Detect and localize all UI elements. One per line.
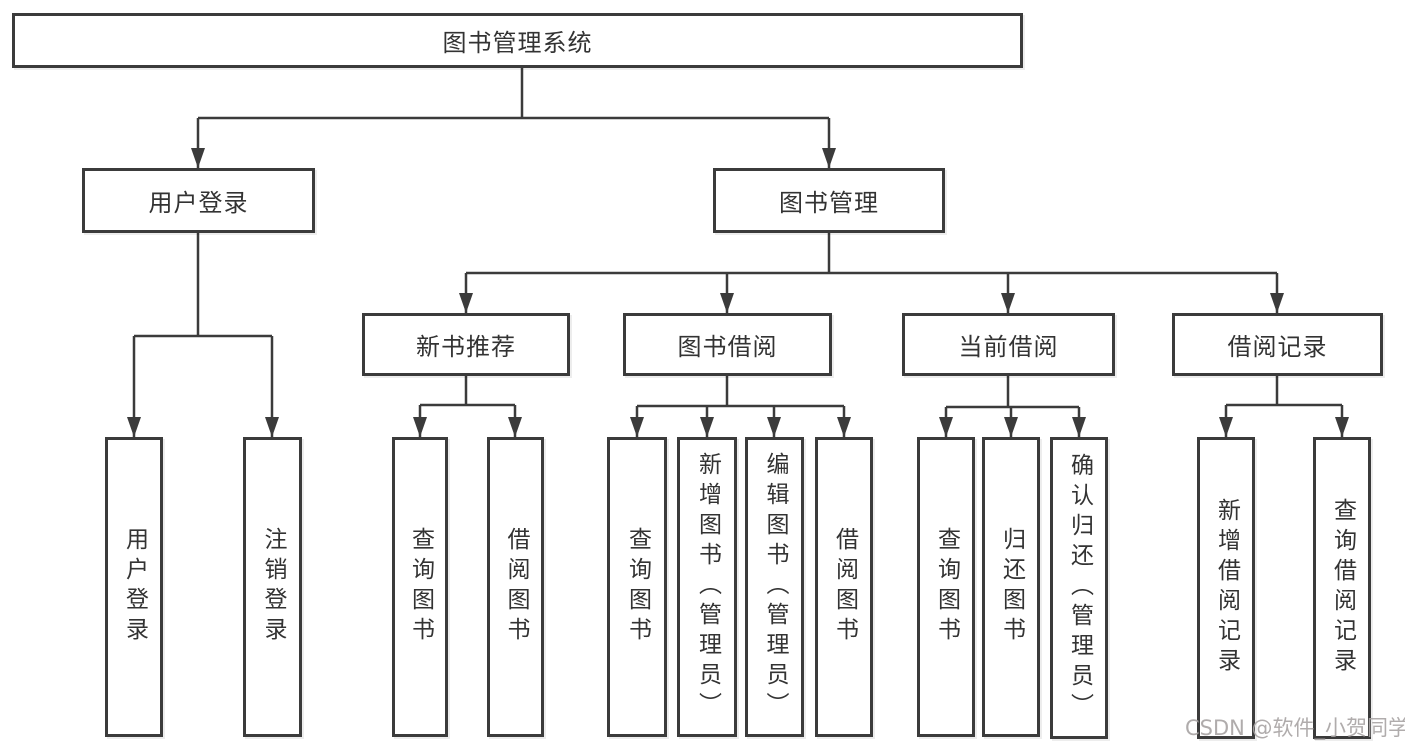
leaf-label: 查询图书 [407, 527, 434, 647]
node-new-book-recommend: 新书推荐 [362, 313, 570, 376]
leaf-label: 用户登录 [121, 527, 148, 647]
leaf-edit-books-admin: 编辑图书（管理员） [745, 437, 804, 737]
leaf-label: 借阅图书 [831, 527, 858, 647]
node-borrowing-records: 借阅记录 [1172, 313, 1383, 376]
leaf-add-books-admin: 新增图书（管理员） [677, 437, 737, 737]
node-user-login: 用户登录 [82, 168, 315, 233]
leaf-label: 新增借阅记录 [1213, 498, 1240, 678]
node-current-borrowing: 当前借阅 [902, 313, 1115, 376]
leaf-query-books-current: 查询图书 [917, 437, 975, 737]
leaf-confirm-return-admin: 确认归还（管理员） [1050, 437, 1108, 739]
leaf-query-borrow-record: 查询借阅记录 [1313, 437, 1371, 739]
leaf-return-books: 归还图书 [982, 437, 1040, 737]
leaf-add-borrow-record: 新增借阅记录 [1197, 437, 1255, 739]
leaf-label: 新增图书（管理员） [694, 452, 721, 722]
leaf-borrow-books-recommend: 借阅图书 [487, 437, 544, 737]
leaf-label: 查询借阅记录 [1329, 498, 1356, 678]
leaf-label: 查询图书 [624, 527, 651, 647]
leaf-logout: 注销登录 [243, 437, 302, 737]
leaf-borrow-books: 借阅图书 [815, 437, 873, 737]
node-book-borrowing: 图书借阅 [623, 313, 832, 376]
leaf-label: 编辑图书（管理员） [762, 452, 788, 722]
leaf-query-books-recommend: 查询图书 [392, 437, 448, 737]
leaf-label: 注销登录 [260, 527, 286, 647]
leaf-user-login: 用户登录 [105, 437, 163, 737]
leaf-label: 查询图书 [933, 527, 960, 647]
node-book-management: 图书管理 [713, 168, 945, 233]
leaf-query-books-borrow: 查询图书 [607, 437, 667, 737]
leaf-label: 借阅图书 [503, 527, 529, 647]
node-root-system: 图书管理系统 [12, 13, 1023, 68]
leaf-label: 归还图书 [998, 527, 1025, 647]
leaf-label: 确认归还（管理员） [1066, 453, 1093, 723]
csdn-watermark: CSDN @软件_小贺同学 [1185, 716, 1405, 740]
